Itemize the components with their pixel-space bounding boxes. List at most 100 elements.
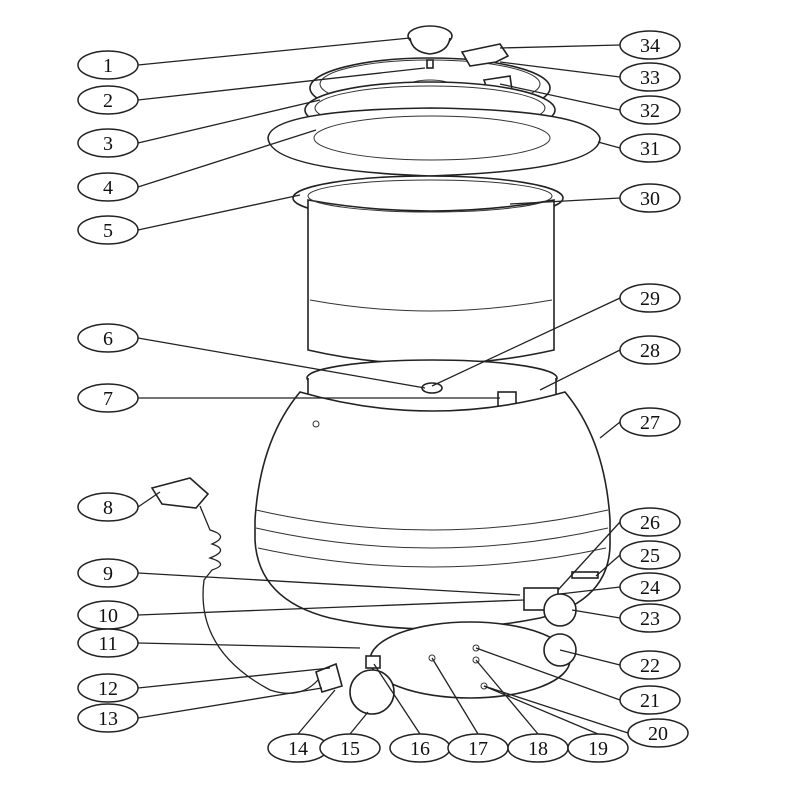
callout-ellipse [619, 95, 681, 125]
callout-ellipse [619, 650, 681, 680]
callout-number: 20 [648, 723, 668, 745]
leader-line-8 [137, 491, 161, 508]
leader-line-32 [499, 83, 621, 111]
callout-7: 7 [77, 383, 139, 413]
callout-4: 4 [77, 172, 139, 202]
callout-number: 16 [410, 738, 430, 760]
outer-body [254, 391, 611, 630]
callout-ellipse [619, 685, 681, 715]
callout-number: 31 [640, 138, 660, 160]
leader-line-12 [137, 667, 331, 689]
callout-ellipse [77, 558, 139, 588]
callout-29: 29 [619, 283, 681, 313]
callout-ellipse [77, 673, 139, 703]
leader-line-27 [599, 421, 621, 439]
callout-number: 18 [528, 738, 548, 760]
indicator-lamp [349, 669, 395, 715]
leader-line-18 [475, 659, 539, 735]
callout-number: 14 [288, 738, 308, 760]
leader-line-10 [137, 599, 525, 616]
leader-line-15 [349, 711, 369, 735]
cable-gland [315, 662, 343, 693]
leader-line-21 [475, 647, 621, 701]
leader-line-1 [137, 37, 411, 66]
lid-knob [407, 25, 453, 55]
callout-number: 22 [640, 655, 660, 677]
callout-17: 17 [447, 733, 509, 763]
leader-line-23 [571, 609, 621, 619]
lamp-holder [365, 655, 381, 669]
callout-number: 28 [640, 340, 660, 362]
callout-number: 5 [103, 220, 113, 242]
callout-30: 30 [619, 183, 681, 213]
callout-2: 2 [77, 85, 139, 115]
callout-ellipse [619, 603, 681, 633]
power-cord [150, 477, 319, 694]
callout-ellipse [619, 507, 681, 537]
callout-23: 23 [619, 603, 681, 633]
leader-line-5 [137, 194, 301, 231]
leader-line-14 [297, 689, 336, 735]
callout-number: 17 [468, 738, 488, 760]
callout-ellipse [567, 733, 629, 763]
leader-line-26 [557, 521, 621, 591]
callout-number: 1 [103, 55, 113, 77]
leader-lines [137, 37, 629, 735]
callout-11: 11 [77, 628, 139, 658]
callout-number: 34 [640, 35, 660, 57]
callout-21: 21 [619, 685, 681, 715]
callout-15: 15 [319, 733, 381, 763]
callout-6: 6 [77, 323, 139, 353]
callout-number: 10 [98, 605, 118, 627]
callout-22: 22 [619, 650, 681, 680]
leader-line-3 [137, 99, 321, 144]
leader-line-17 [431, 657, 479, 735]
callout-ellipse [619, 283, 681, 313]
callout-3: 3 [77, 128, 139, 158]
callout-number: 30 [640, 188, 660, 210]
callout-14: 14 [267, 733, 329, 763]
callout-ellipse [77, 50, 139, 80]
callout-33: 33 [619, 62, 681, 92]
callout-number: 9 [103, 563, 113, 585]
leader-line-11 [137, 642, 361, 649]
callout-ellipse [619, 30, 681, 60]
callout-ellipse [619, 335, 681, 365]
leader-line-16 [373, 663, 421, 735]
leader-line-30 [509, 197, 621, 205]
callout-9: 9 [77, 558, 139, 588]
callout-ellipse [619, 572, 681, 602]
callout-number: 12 [98, 678, 118, 700]
callout-13: 13 [77, 703, 139, 733]
callout-ellipse [627, 718, 689, 748]
callout-ellipse [77, 85, 139, 115]
callout-ellipse [77, 383, 139, 413]
callout-ellipse [619, 133, 681, 163]
callout-number: 33 [640, 67, 660, 89]
leader-line-29 [431, 297, 621, 387]
callout-number: 6 [103, 328, 113, 350]
callout-number: 11 [98, 633, 117, 655]
callout-number: 19 [588, 738, 608, 760]
leader-line-13 [137, 687, 323, 719]
callout-ellipse [619, 407, 681, 437]
callout-ellipse [77, 628, 139, 658]
callout-number: 2 [103, 90, 113, 112]
callout-ellipse [77, 492, 139, 522]
leader-line-6 [137, 337, 426, 389]
leader-line-22 [559, 649, 621, 666]
callout-16: 16 [389, 733, 451, 763]
top-collar [267, 107, 601, 177]
callout-ellipse [77, 128, 139, 158]
inner-pot [307, 179, 555, 365]
leader-line-28 [539, 349, 621, 391]
callout-number: 25 [640, 545, 660, 567]
callout-ellipse [77, 323, 139, 353]
callout-26: 26 [619, 507, 681, 537]
callout-ellipse [77, 703, 139, 733]
leader-line-34 [499, 44, 621, 49]
leader-line-2 [137, 67, 426, 101]
callout-number: 3 [103, 133, 113, 155]
callout-number: 23 [640, 608, 660, 630]
